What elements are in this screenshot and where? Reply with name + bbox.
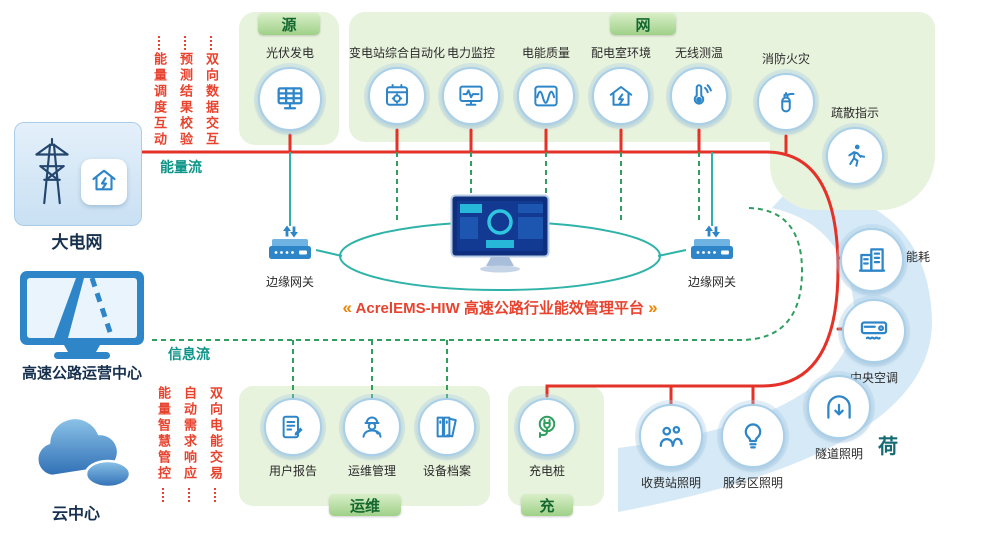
- node-equipment-archive: 设备档案: [392, 398, 502, 479]
- node-label: 充电桩: [528, 464, 565, 478]
- node-pv-generation: 光伏发电: [235, 44, 345, 131]
- ev-charger-icon: [518, 398, 576, 456]
- node-fire-safety: 消防火灾: [731, 50, 841, 131]
- flow-term: 能量调度互动: [152, 52, 167, 148]
- edge-gateway-icon: [235, 224, 345, 269]
- node-label: 边缘网关: [687, 275, 736, 289]
- main-grid-label: 大电网: [51, 233, 103, 252]
- flow-term: 双向电能交易: [208, 386, 223, 482]
- title-prefix-mark: «: [342, 298, 352, 317]
- section-charge-title: 充: [521, 494, 573, 516]
- node-label: 光伏发电: [265, 46, 314, 60]
- node-label: 设备档案: [422, 464, 471, 478]
- node-label: 配电室环境: [590, 46, 651, 60]
- cloud-icon: [20, 412, 142, 492]
- dotted-leader: [214, 488, 216, 502]
- section-om-title: 运维: [329, 494, 401, 516]
- node-label: 无线测温: [674, 46, 723, 60]
- title-suffix-mark: »: [648, 298, 658, 317]
- user-report-icon: [264, 398, 322, 456]
- node-ev-charger: 充电桩: [492, 398, 602, 479]
- edge-gateway-left: 边缘网关: [235, 224, 345, 290]
- node-power-quality: 电能质量: [491, 44, 601, 125]
- dotted-leader: [184, 36, 186, 50]
- node-label: 消防火灾: [761, 52, 810, 66]
- substation-automation-icon: [368, 67, 426, 125]
- platform-title-text: AcrelEMS-HIW 高速公路行业能效管理平台: [355, 300, 644, 317]
- flow-term: 能量智慧管控: [156, 386, 171, 482]
- node-wireless-temperature: 无线测温: [644, 44, 754, 125]
- edge-gateway-icon: [657, 224, 767, 269]
- distribution-room-icon: [592, 67, 650, 125]
- flow-term: 预测结果校验: [178, 52, 193, 148]
- service-area-lighting-icon: [721, 404, 785, 468]
- dotted-leader: [210, 36, 212, 50]
- node-label: 边缘网关: [265, 275, 314, 289]
- energy-flow-label: 能量流: [160, 159, 202, 175]
- node-label: 用户报告: [268, 464, 317, 478]
- platform-title: « AcrelEMS-HIW 高速公路行业能效管理平台 »: [320, 297, 680, 318]
- equipment-archive-icon: [418, 398, 476, 456]
- main-grid-card: [14, 122, 142, 226]
- power-monitoring-icon: [442, 67, 500, 125]
- section-grid-title: 网: [610, 13, 676, 35]
- tunnel-lighting-icon: [807, 375, 871, 439]
- dotted-leader: [158, 36, 160, 50]
- edge-gateway-right: 边缘网关: [657, 224, 767, 290]
- house-bolt-icon: [89, 165, 119, 200]
- power-quality-icon: [517, 67, 575, 125]
- node-label: 运维管理: [347, 464, 396, 478]
- operation-center-label: 高速公路运营中心: [21, 365, 142, 382]
- flow-term: 双向数据交互: [204, 52, 219, 148]
- node-label: 能耗: [906, 250, 931, 264]
- power-grid-icon: [23, 137, 81, 207]
- node-power-monitoring: 电力监控: [416, 44, 526, 125]
- cloud-center-label: 云中心: [51, 506, 100, 523]
- monitor-road-icon: [16, 268, 148, 362]
- node-label: 电力监控: [446, 46, 495, 60]
- evacuation-icon: [826, 127, 884, 185]
- platform-dashboard-monitor: [450, 194, 550, 274]
- node-label: 变电站综合自动化: [348, 46, 445, 60]
- solar-panel-icon: [258, 67, 322, 131]
- node-user-report: 用户报告: [238, 398, 348, 479]
- dotted-leader: [162, 488, 164, 502]
- node-substation-automation: 变电站综合自动化: [342, 44, 452, 125]
- toll-station-lighting-icon: [639, 404, 703, 468]
- section-source-title: 源: [258, 13, 320, 35]
- flow-term: 自动需求响应: [182, 386, 197, 482]
- wireless-temperature-icon: [670, 67, 728, 125]
- maintenance-icon: [343, 398, 401, 456]
- house-bolt-badge: [81, 159, 127, 205]
- node-toll-station-lighting: 收费站照明: [616, 404, 726, 491]
- node-label: 收费站照明: [640, 476, 701, 490]
- node-label: 电能质量: [521, 46, 570, 60]
- node-evacuation: 疏散指示: [800, 104, 910, 185]
- fire-extinguisher-icon: [757, 73, 815, 131]
- node-maintenance-management: 运维管理: [317, 398, 427, 479]
- hvac-icon: [842, 299, 906, 363]
- node-label: 疏散指示: [830, 106, 879, 120]
- dotted-leader: [188, 488, 190, 502]
- building-energy-icon: [840, 228, 904, 292]
- node-central-ac: 中央空调: [819, 299, 929, 386]
- node-distribution-room: 配电室环境: [566, 44, 676, 125]
- info-flow-label: 信息流: [168, 346, 210, 362]
